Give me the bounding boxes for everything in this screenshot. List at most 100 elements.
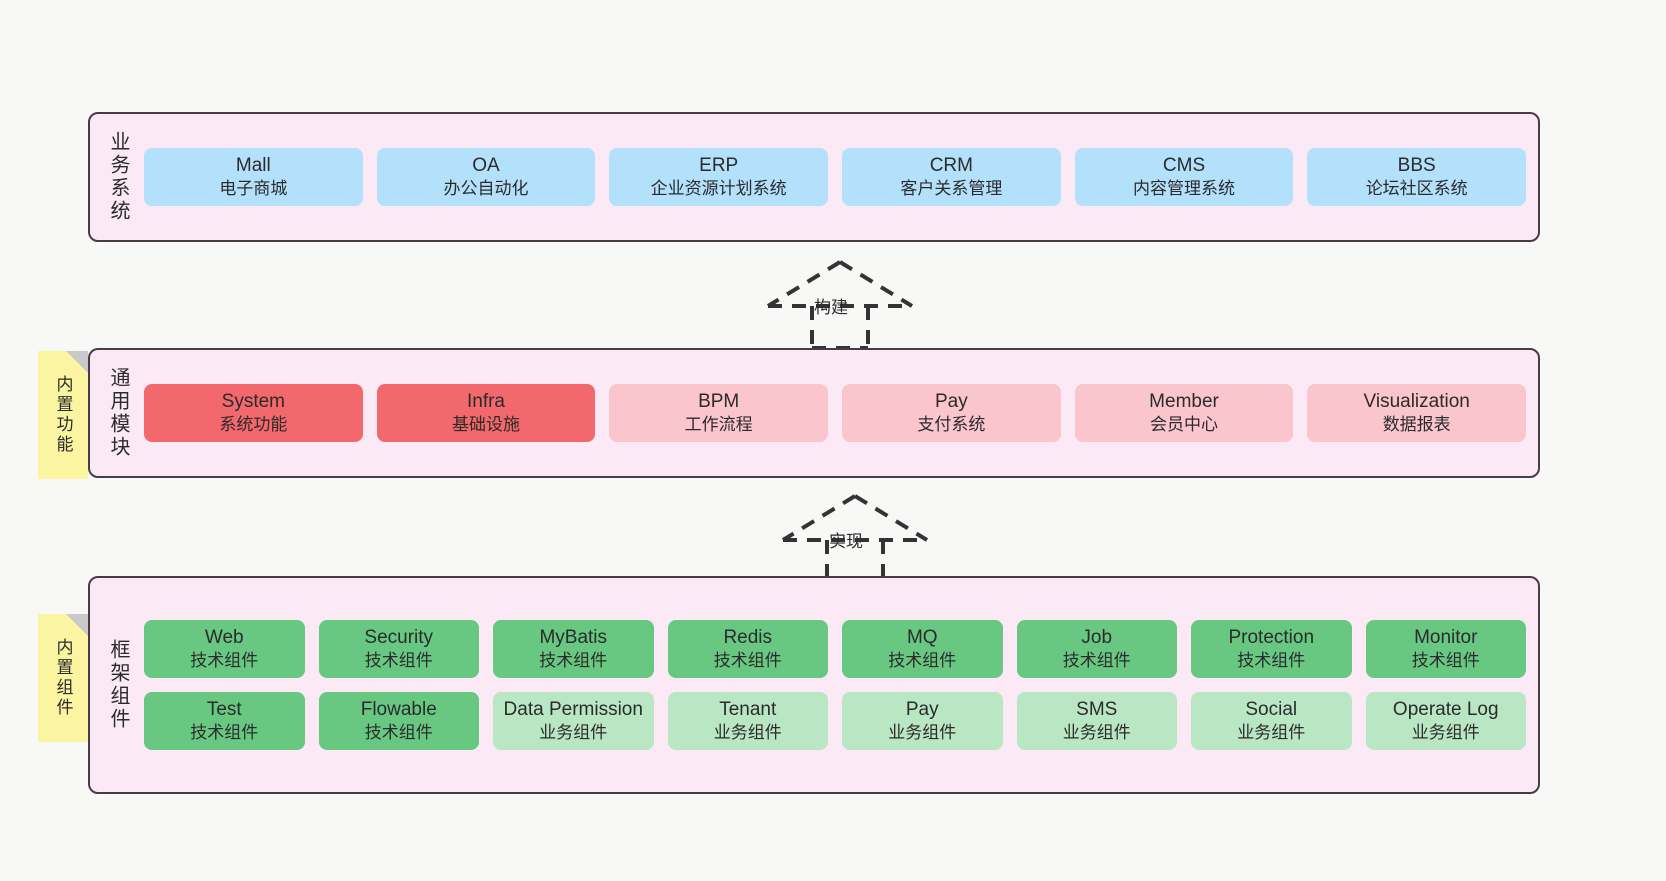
node-label-cn: 技术组件 bbox=[1062, 651, 1131, 671]
row: Test 技术组件 Flowable 技术组件 Data Permission … bbox=[144, 692, 1526, 751]
node-label-cn: 业务组件 bbox=[1411, 723, 1480, 743]
node-label-en: Pay bbox=[934, 390, 968, 412]
node-label-en: Data Permission bbox=[503, 699, 643, 720]
node-data-permission[interactable]: Data Permission 业务组件 bbox=[493, 692, 654, 751]
node-security[interactable]: Security 技术组件 bbox=[318, 619, 479, 678]
node-mq[interactable]: MQ 技术组件 bbox=[842, 619, 1003, 678]
node-label-cn: 技术组件 bbox=[539, 651, 608, 671]
layer-body-framework-component: Web 技术组件 Security 技术组件 MyBatis 技术组件 Redi… bbox=[136, 588, 1526, 782]
layer-body-business-system: Mall 电子商城 OA 办公自动化 ERP 企业资源计划系统 CRM 客户关系… bbox=[136, 124, 1527, 230]
node-cms[interactable]: CMS 内容管理系统 bbox=[1074, 147, 1294, 207]
node-label-en: Tenant bbox=[719, 699, 777, 720]
node-label-cn: 技术组件 bbox=[1237, 651, 1306, 671]
node-operate-log[interactable]: Operate Log 业务组件 bbox=[1365, 692, 1526, 751]
generalization-arrow-implement-icon: 实现 bbox=[765, 492, 945, 584]
node-label-en: Job bbox=[1081, 626, 1113, 648]
node-erp[interactable]: ERP 企业资源计划系统 bbox=[609, 147, 829, 207]
node-label-cn: 业务组件 bbox=[1062, 723, 1131, 743]
node-label-cn: 技术组件 bbox=[364, 723, 433, 743]
node-label-en: Social bbox=[1245, 699, 1298, 720]
node-label-cn: 技术组件 bbox=[1411, 651, 1480, 671]
arrow-label-implement: 实现 bbox=[829, 532, 863, 551]
node-pay-component[interactable]: Pay 业务组件 bbox=[842, 692, 1003, 751]
node-infra[interactable]: Infra 基础设施 bbox=[376, 383, 596, 443]
node-mybatis[interactable]: MyBatis 技术组件 bbox=[493, 619, 654, 678]
node-job[interactable]: Job 技术组件 bbox=[1016, 619, 1177, 678]
node-label-cn: 技术组件 bbox=[364, 651, 433, 671]
node-label-cn: 技术组件 bbox=[190, 723, 259, 743]
node-label-cn: 工作流程 bbox=[684, 415, 753, 435]
row: Mall 电子商城 OA 办公自动化 ERP 企业资源计划系统 CRM 客户关系… bbox=[144, 147, 1527, 207]
node-label-cn: 业务组件 bbox=[713, 723, 782, 743]
node-redis[interactable]: Redis 技术组件 bbox=[667, 619, 828, 678]
page-fold-icon bbox=[66, 351, 88, 373]
node-label-cn: 技术组件 bbox=[713, 651, 782, 671]
sticky-note-built-in-function: 内置功能 bbox=[38, 351, 88, 479]
node-label-en: System bbox=[221, 390, 286, 412]
node-label-cn: 内容管理系统 bbox=[1133, 179, 1236, 199]
node-label-cn: 支付系统 bbox=[917, 415, 986, 435]
node-label-cn: 业务组件 bbox=[1237, 723, 1306, 743]
node-label-cn: 技术组件 bbox=[888, 651, 957, 671]
node-label-cn: 客户关系管理 bbox=[900, 179, 1003, 199]
node-label-cn: 电子商城 bbox=[219, 179, 288, 199]
node-bpm[interactable]: BPM 工作流程 bbox=[609, 383, 829, 443]
sticky-note-built-in-component: 内置组件 bbox=[38, 614, 88, 742]
layer-business-system: 业务系统 Mall 电子商城 OA 办公自动化 ERP 企业资源计划系统 CRM… bbox=[88, 112, 1540, 242]
node-label-en: Test bbox=[206, 699, 242, 720]
node-label-cn: 业务组件 bbox=[888, 723, 957, 743]
node-label-en: Redis bbox=[723, 626, 773, 648]
node-flowable[interactable]: Flowable 技术组件 bbox=[318, 692, 479, 751]
node-label-cn: 系统功能 bbox=[219, 415, 288, 435]
node-social[interactable]: Social 业务组件 bbox=[1191, 692, 1352, 751]
node-label-en: Flowable bbox=[360, 699, 437, 720]
node-label-cn: 办公自动化 bbox=[443, 179, 529, 199]
node-label-en: CMS bbox=[1162, 154, 1206, 176]
node-label-en: Operate Log bbox=[1392, 699, 1499, 720]
node-protection[interactable]: Protection 技术组件 bbox=[1191, 619, 1352, 678]
node-system[interactable]: System 系统功能 bbox=[144, 383, 363, 443]
node-label-en: Security bbox=[364, 626, 434, 648]
node-label-en: OA bbox=[472, 154, 500, 176]
node-label-en: BBS bbox=[1397, 154, 1436, 176]
node-pay[interactable]: Pay 支付系统 bbox=[842, 383, 1061, 443]
node-label-en: Visualization bbox=[1363, 390, 1470, 412]
node-label-en: Protection bbox=[1228, 626, 1315, 648]
layer-body-common-module: System 系统功能 Infra 基础设施 BPM 工作流程 Pay 支付系统… bbox=[136, 360, 1527, 466]
node-oa[interactable]: OA 办公自动化 bbox=[376, 147, 596, 207]
node-visualization[interactable]: Visualization 数据报表 bbox=[1307, 383, 1527, 443]
node-label-cn: 技术组件 bbox=[190, 651, 259, 671]
node-label-en: MQ bbox=[906, 626, 938, 648]
node-member[interactable]: Member 会员中心 bbox=[1074, 383, 1294, 443]
node-label-cn: 会员中心 bbox=[1150, 415, 1219, 435]
node-sms[interactable]: SMS 业务组件 bbox=[1016, 692, 1177, 751]
node-bbs[interactable]: BBS 论坛社区系统 bbox=[1307, 147, 1527, 207]
node-web[interactable]: Web 技术组件 bbox=[144, 619, 305, 678]
node-label-cn: 基础设施 bbox=[452, 415, 520, 435]
node-label-en: Pay bbox=[905, 699, 939, 720]
layer-title-common-module: 通用模块 bbox=[107, 367, 129, 459]
node-label-en: ERP bbox=[699, 154, 739, 176]
node-label-en: Web bbox=[204, 626, 244, 648]
node-crm[interactable]: CRM 客户关系管理 bbox=[842, 147, 1061, 207]
layer-framework-component: 框架组件 Web 技术组件 Security 技术组件 MyBatis 技术组件… bbox=[88, 576, 1540, 794]
row: System 系统功能 Infra 基础设施 BPM 工作流程 Pay 支付系统… bbox=[144, 383, 1527, 443]
sticky-note-label: 内置组件 bbox=[53, 638, 73, 718]
node-label-cn: 论坛社区系统 bbox=[1365, 179, 1468, 199]
node-label-en: MyBatis bbox=[539, 626, 608, 648]
node-label-en: Mall bbox=[235, 154, 271, 176]
node-label-cn: 业务组件 bbox=[539, 723, 608, 743]
node-label-en: Infra bbox=[466, 390, 506, 412]
layer-common-module: 通用模块 System 系统功能 Infra 基础设施 BPM 工作流程 Pay… bbox=[88, 348, 1540, 478]
row: Web 技术组件 Security 技术组件 MyBatis 技术组件 Redi… bbox=[144, 619, 1526, 678]
node-label-cn: 数据报表 bbox=[1382, 415, 1451, 435]
node-mall[interactable]: Mall 电子商城 bbox=[144, 147, 363, 207]
node-monitor[interactable]: Monitor 技术组件 bbox=[1365, 619, 1526, 678]
node-label-en: SMS bbox=[1076, 699, 1118, 720]
node-label-cn: 企业资源计划系统 bbox=[650, 179, 787, 199]
node-label-en: BPM bbox=[698, 390, 740, 412]
node-test[interactable]: Test 技术组件 bbox=[144, 692, 305, 751]
arrow-label-build: 构建 bbox=[814, 298, 848, 317]
node-tenant[interactable]: Tenant 业务组件 bbox=[667, 692, 828, 751]
